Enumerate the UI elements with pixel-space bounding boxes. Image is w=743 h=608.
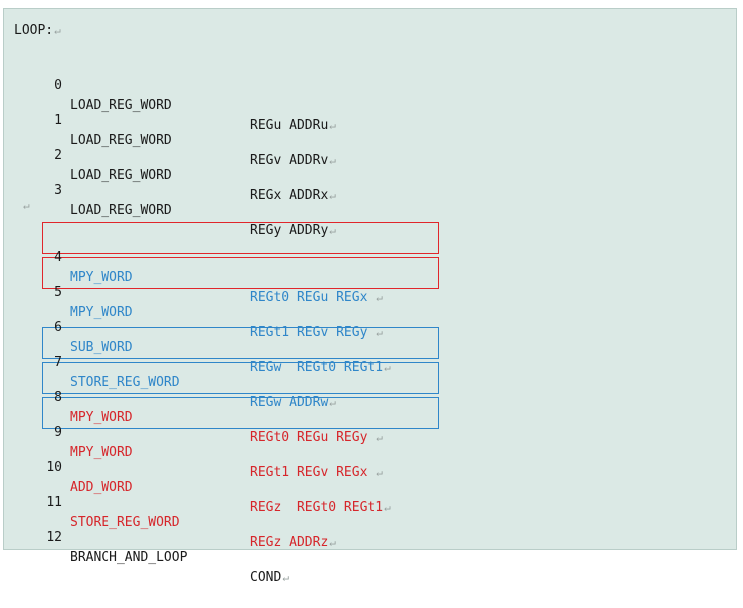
highlight-box-red [42, 257, 439, 289]
return-mark: ↵ [376, 326, 383, 339]
return-mark: ↵ [329, 396, 336, 409]
instruction-number: 4 [54, 250, 62, 265]
args-text: REGu ADDRu [250, 118, 329, 133]
instruction-row: 3 LOAD_REG_WORD REGy ADDRy↵ [36, 161, 436, 238]
return-mark: ↵ [384, 361, 391, 374]
code-panel: LOOP:↵ ↵ 0 LOAD_REG_WORD REGu ADDRu↵ 1 L… [3, 8, 737, 585]
instruction-args: REGt0 REGu REGy ↵ [250, 428, 383, 448]
instruction-args: REGy ADDRy↵ [250, 221, 336, 241]
instruction-op: ADD_WORD [70, 480, 133, 495]
return-mark: ↵ [376, 291, 383, 304]
loop-label-text: LOOP: [14, 23, 54, 38]
instruction-number: 3 [54, 183, 62, 198]
instruction-number: 5 [54, 285, 62, 300]
args-text: REGt1 REGv REGy [250, 325, 376, 340]
instruction-op: MPY_WORD [70, 270, 133, 285]
instruction-args: REGt1 REGv REGy ↵ [250, 323, 383, 343]
instruction-args: REGw ADDRw↵ [250, 393, 336, 413]
instruction-args: REGx ADDRx↵ [250, 186, 336, 206]
instruction-row: 7 STORE_REG_WORD REGw ADDRw↵ [36, 333, 436, 410]
blank-line: ↵ [22, 196, 30, 216]
args-text: REGz REGt0 REGt1 [250, 500, 384, 515]
instruction-args: REGw REGt0 REGt1↵ [250, 358, 391, 378]
instruction-row: 11 STORE_REG_WORD REGz ADDRz↵ [36, 473, 436, 550]
return-mark: ↵ [376, 466, 383, 479]
instruction-op: STORE_REG_WORD [70, 375, 180, 390]
instruction-op: STORE_REG_WORD [70, 515, 180, 530]
instruction-number: 7 [54, 355, 62, 370]
instruction-row: 5 MPY_WORD REGt1 REGv REGy ↵ [36, 263, 436, 340]
instruction-row: 8 MPY_WORD REGt0 REGu REGy ↵ [36, 368, 436, 445]
return-mark: ↵ [329, 224, 336, 237]
instruction-op: MPY_WORD [70, 305, 133, 320]
instruction-op: LOAD_REG_WORD [70, 98, 172, 113]
instruction-args: REGu ADDRu↵ [250, 116, 336, 136]
args-text: REGv ADDRv [250, 153, 329, 168]
loop-label: LOOP:↵ [14, 21, 61, 41]
instruction-row: 2 LOAD_REG_WORD REGx ADDRx↵ [36, 126, 436, 203]
instruction-args: REGt1 REGv REGx ↵ [250, 463, 383, 483]
return-mark: ↵ [282, 571, 289, 584]
return-mark: ↵ [329, 536, 336, 549]
instruction-args: REGv ADDRv↵ [250, 151, 336, 171]
instruction-number: 11 [46, 495, 62, 510]
return-mark: ↵ [376, 431, 383, 444]
instruction-args: COND↵ [250, 568, 289, 588]
instruction-number: 1 [54, 113, 62, 128]
instruction-op: MPY_WORD [70, 410, 133, 425]
instruction-args: REGz REGt0 REGt1↵ [250, 498, 391, 518]
instruction-op: LOAD_REG_WORD [70, 133, 172, 148]
return-mark: ↵ [54, 24, 61, 37]
return-mark: ↵ [23, 199, 30, 212]
instruction-number: 10 [46, 460, 62, 475]
highlight-box-blue [42, 362, 439, 394]
instruction-number: 6 [54, 320, 62, 335]
instruction-row: 9 MPY_WORD REGt1 REGv REGx ↵ [36, 403, 436, 480]
args-text: REGw REGt0 REGt1 [250, 360, 384, 375]
highlight-box-blue [42, 327, 439, 359]
return-mark: ↵ [329, 189, 336, 202]
args-text: REGw ADDRw [250, 395, 329, 410]
args-text: REGt0 REGu REGy [250, 430, 376, 445]
highlight-box-blue [42, 397, 439, 429]
instruction-row: 12 BRANCH_AND_LOOP COND↵ [36, 508, 436, 585]
instruction-row: 10 ADD_WORD REGz REGt0 REGt1↵ [36, 438, 436, 515]
instruction-row: 4 MPY_WORD REGt0 REGu REGx ↵ [36, 228, 436, 305]
highlight-box-red [42, 222, 439, 254]
args-text: REGz ADDRz [250, 535, 329, 550]
instruction-number: 12 [46, 530, 62, 545]
instruction-op: LOAD_REG_WORD [70, 203, 172, 218]
instruction-row: 1 LOAD_REG_WORD REGv ADDRv↵ [36, 91, 436, 168]
instruction-op: BRANCH_AND_LOOP [70, 550, 188, 565]
instruction-args: REGz ADDRz↵ [250, 533, 336, 553]
args-text: REGy ADDRy [250, 223, 329, 238]
args-text: REGx ADDRx [250, 188, 329, 203]
instruction-number: 9 [54, 425, 62, 440]
instruction-number: 2 [54, 148, 62, 163]
instruction-number: 0 [54, 78, 62, 93]
return-mark: ↵ [384, 501, 391, 514]
instruction-number: 8 [54, 390, 62, 405]
return-mark: ↵ [329, 154, 336, 167]
return-mark: ↵ [329, 119, 336, 132]
instruction-row: 6 SUB_WORD REGw REGt0 REGt1↵ [36, 298, 436, 375]
args-text: REGt1 REGv REGx [250, 465, 376, 480]
instruction-op: MPY_WORD [70, 445, 133, 460]
instruction-args: REGt0 REGu REGx ↵ [250, 288, 383, 308]
instruction-row: 0 LOAD_REG_WORD REGu ADDRu↵ [36, 56, 436, 133]
args-text: COND [250, 570, 282, 585]
instruction-op: LOAD_REG_WORD [70, 168, 172, 183]
instruction-op: SUB_WORD [70, 340, 133, 355]
args-text: REGt0 REGu REGx [250, 290, 376, 305]
